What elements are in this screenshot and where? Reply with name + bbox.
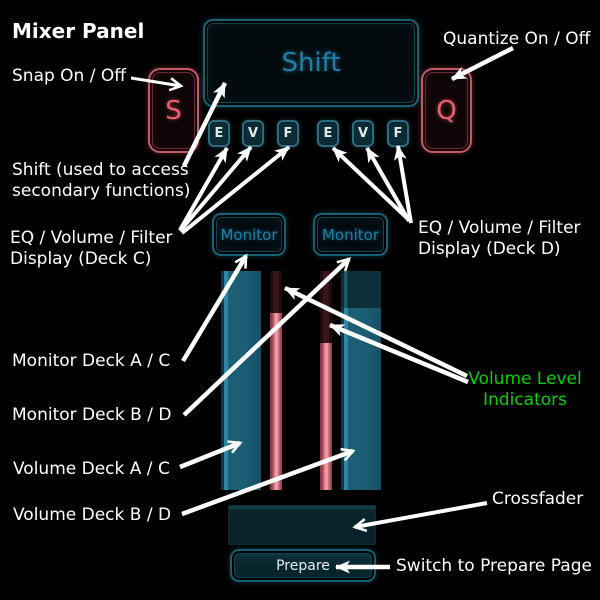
volume-button-deck-c-label: V [247,126,259,141]
volume-button-deck-d[interactable]: V [352,120,374,147]
eq-deck-d-annotation: EQ / Volume / Filter Display (Deck D) [418,218,581,259]
eq-deck-c-annotation: EQ / Volume / Filter Display (Deck C) [10,228,173,269]
eq-button-deck-d[interactable]: E [317,120,339,147]
volume-level-indicator-1-level [270,312,282,490]
monitor-button-deck-a-c-label: Monitor [220,225,278,244]
snap-annotation: Snap On / Off [12,66,126,86]
volume-b-annotation: Volume Deck B / D [13,505,172,525]
quantize-annotation: Quantize On / Off [443,29,591,49]
monitor-button-deck-b-d-label: Monitor [321,225,380,244]
page-title: Mixer Panel [12,19,145,43]
volume-level-indicator-2-level [320,343,332,490]
prepare-button-label: Prepare [276,557,330,574]
eq-button-deck-c[interactable]: E [208,120,230,147]
switch-prepare-annotation: Switch to Prepare Page [396,556,592,576]
monitor-button-deck-b-d[interactable]: Monitor [313,213,388,256]
monitor-button-deck-a-c[interactable]: Monitor [212,213,286,256]
shift-button-label: Shift [281,48,341,78]
volume-level-annotation: Volume Level Indicators [468,369,582,410]
crossfader[interactable] [228,505,376,545]
volume-fader-deck-b-d[interactable] [341,271,381,490]
eq-button-deck-c-label: E [214,126,224,141]
volume-fader-deck-a-c[interactable] [221,271,261,490]
prepare-button[interactable]: Prepare [230,549,376,582]
quantize-button[interactable]: Q [421,68,472,153]
shift-note-annotation: Shift (used to access secondary function… [12,160,191,201]
filter-button-deck-d-label: F [393,126,403,141]
arrow-eqd-f [393,145,413,224]
volume-fader-deck-b-d-level [341,308,381,490]
volume-button-deck-c[interactable]: V [242,120,264,147]
arrow-eqd-v [365,147,411,222]
volume-level-indicator-1 [270,271,282,490]
arrow-eqd-e [331,146,410,221]
quantize-button-label: Q [436,95,457,126]
eq-button-deck-d-label: E [323,126,333,141]
crossfader-annotation: Crossfader [492,489,584,509]
snap-button[interactable]: S [148,68,199,153]
monitor-a-annotation: Monitor Deck A / C [12,351,171,371]
filter-button-deck-c[interactable]: F [277,120,299,147]
volume-level-indicator-2 [320,271,332,490]
monitor-b-annotation: Monitor Deck B / D [12,405,172,425]
volume-fader-deck-a-c-level [221,271,261,490]
volume-button-deck-d-label: V [357,126,369,141]
filter-button-deck-d[interactable]: F [387,120,409,147]
filter-button-deck-c-label: F [283,126,293,141]
shift-button[interactable]: Shift [203,19,419,107]
snap-button-label: S [165,95,182,126]
volume-a-annotation: Volume Deck A / C [13,459,170,479]
